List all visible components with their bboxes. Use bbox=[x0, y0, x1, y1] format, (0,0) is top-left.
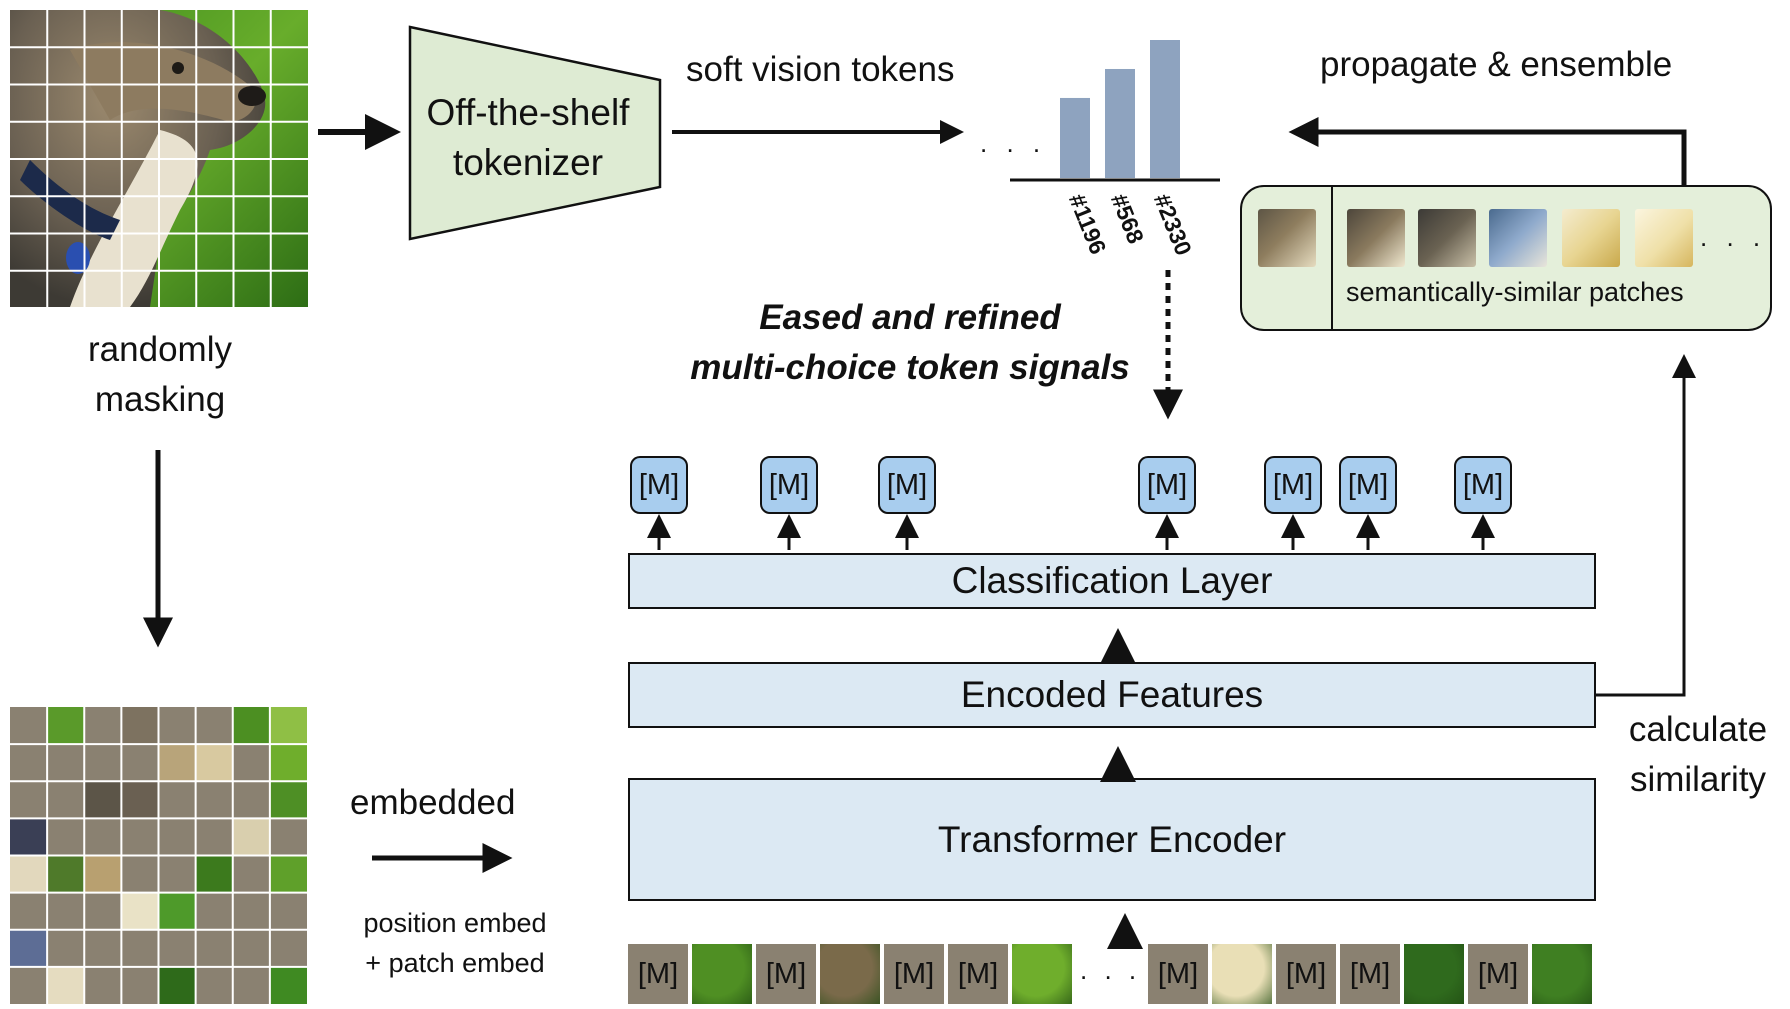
input-mask-token: [M] bbox=[1340, 944, 1400, 1004]
similar-patch-2 bbox=[1418, 209, 1476, 267]
soft-vision-tokens-label: soft vision tokens bbox=[686, 50, 955, 89]
arrow-propagate bbox=[1288, 117, 1687, 185]
input-visible-patch bbox=[692, 944, 752, 1004]
calculate-similarity-label: calculate similarity bbox=[1628, 710, 1768, 799]
similar-patch-1 bbox=[1347, 209, 1405, 267]
propagate-ensemble-label: propagate & ensemble bbox=[1320, 45, 1673, 84]
token-histogram bbox=[1010, 20, 1225, 185]
eased-refined-label: Eased and refined multi-choice token sig… bbox=[690, 298, 1130, 387]
tokenizer-block bbox=[408, 25, 664, 241]
input-mask-token: [M] bbox=[756, 944, 816, 1004]
input-visible-patch bbox=[1012, 944, 1072, 1004]
input-mask-token: [M] bbox=[948, 944, 1008, 1004]
query-patch bbox=[1258, 209, 1316, 267]
output-mask-token: [M] bbox=[1339, 456, 1397, 514]
classification-layer: Classification Layer bbox=[628, 553, 1596, 609]
transformer-encoder: Transformer Encoder bbox=[628, 778, 1596, 901]
randomly-masking-label: randomly masking bbox=[88, 330, 232, 419]
input-mask-token: [M] bbox=[1468, 944, 1528, 1004]
input-mask-token: [M] bbox=[884, 944, 944, 1004]
histogram-dots: . . . bbox=[980, 128, 1047, 158]
arrow-calculate-similarity bbox=[1596, 354, 1696, 697]
tokenizer-label: Off-the-shelf tokenizer bbox=[426, 92, 630, 183]
output-mask-token: [M] bbox=[878, 456, 936, 514]
embed-note: position embed + patch embed bbox=[363, 908, 547, 978]
input-visible-patch bbox=[1532, 944, 1592, 1004]
input-visible-patch bbox=[1404, 944, 1464, 1004]
dog-image bbox=[10, 10, 308, 307]
input-visible-patch bbox=[820, 944, 880, 1004]
output-mask-token: [M] bbox=[760, 456, 818, 514]
panel-divider bbox=[1331, 187, 1333, 329]
output-mask-token: [M] bbox=[1454, 456, 1512, 514]
similar-patch-3 bbox=[1489, 209, 1547, 267]
histogram-bar bbox=[1060, 97, 1090, 178]
input-mask-token: [M] bbox=[1148, 944, 1208, 1004]
semantically-similar-label: semantically-similar patches bbox=[1346, 277, 1684, 307]
output-mask-token: [M] bbox=[1264, 456, 1322, 514]
similar-patch-4 bbox=[1562, 209, 1620, 267]
masked-image bbox=[10, 707, 307, 1004]
histogram-bar bbox=[1150, 40, 1180, 178]
input-sequence-dots: . . . bbox=[1080, 955, 1142, 985]
input-mask-token: [M] bbox=[628, 944, 688, 1004]
similar-patch-5 bbox=[1635, 209, 1693, 267]
panel-dots: . . . bbox=[1700, 222, 1767, 252]
output-mask-token: [M] bbox=[1138, 456, 1196, 514]
input-visible-patch bbox=[1212, 944, 1272, 1004]
embedded-label: embedded bbox=[350, 783, 516, 822]
histogram-bar bbox=[1105, 68, 1135, 178]
input-mask-token: [M] bbox=[1276, 944, 1336, 1004]
output-mask-token: [M] bbox=[630, 456, 688, 514]
encoded-features: Encoded Features bbox=[628, 662, 1596, 728]
